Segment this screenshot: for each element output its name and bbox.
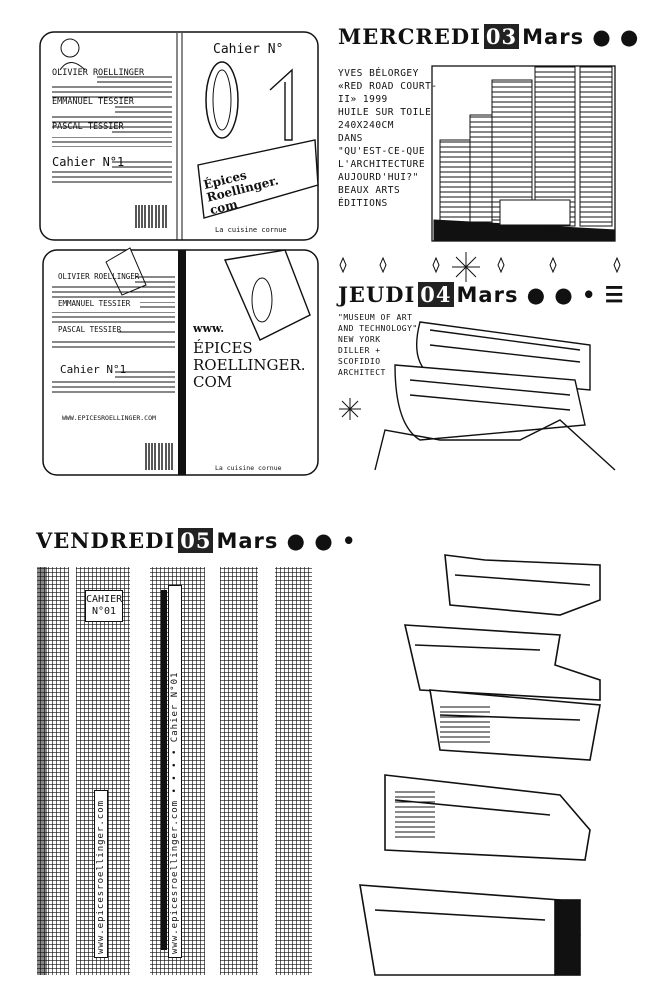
book1-name-2: Emmanuel Tessier: [52, 97, 134, 107]
note-line: Beaux Arts: [338, 185, 401, 196]
date-number: 03: [483, 24, 520, 49]
note-line: «Red Road Court-: [338, 81, 438, 92]
month-name: Mars: [456, 283, 519, 307]
date-number: 04: [418, 282, 454, 307]
book2-name-2: Emmanuel Tessier: [58, 299, 131, 308]
book2-cover-brand: Épices Roellinger. com: [193, 340, 306, 391]
large-museum-drawing: [359, 554, 601, 976]
stripe-label-url: www.epicesroellinger.com: [94, 790, 108, 958]
note-line: Scofidio: [338, 357, 381, 366]
stripe-label-url-cahier: www.epicesroellinger.com • • • • Cahier …: [168, 585, 182, 958]
note-line: Diller +: [338, 346, 381, 355]
note-line: aujourd'hui?": [338, 172, 419, 183]
mercredi-notes: Yves Bélorgey «Red Road Court- II» 1999 …: [338, 67, 438, 210]
book2-name-3: Pascal Tessier: [58, 325, 122, 334]
day-name: Vendredi: [36, 528, 176, 553]
tower-blocks-drawing: [431, 65, 616, 242]
note-line: "Qu'est-ce-que: [338, 146, 426, 157]
book1-name-1: Olivier Roellinger: [52, 68, 145, 78]
date-number: 05: [178, 528, 214, 553]
book1-name-3: Pascal Tessier: [52, 122, 124, 132]
mercredi-date-heading: Mercredi03Mars ● ● •: [338, 24, 645, 49]
book2-name-1: Olivier Roellinger: [58, 272, 140, 281]
day-name: Mercredi: [338, 24, 481, 49]
note-line: Architect: [338, 368, 386, 377]
book2-publisher: La cuisine cornue: [215, 464, 282, 472]
book-cover-sketch-1: [39, 31, 319, 241]
vendredi-date-heading: Vendredi05Mars ● ● •: [36, 528, 357, 553]
note-line: dans: [338, 133, 363, 144]
book1-back-label: Cahier N°1: [52, 155, 125, 169]
day-name: Jeudi: [338, 282, 416, 307]
book1-cover-title: Cahier N°: [213, 42, 284, 57]
museum-drawing: [374, 321, 616, 471]
jeudi-notes: "Museum of Art and Technology" New York …: [338, 312, 418, 378]
note-line: éditions: [338, 198, 388, 209]
stripe-label-cahier: Cahier N°01: [85, 590, 123, 622]
jeudi-date-heading: Jeudi04Mars ● ● • ☰: [338, 282, 625, 307]
note-line: "Museum of Art: [338, 313, 413, 322]
book2-back-url: www.epicesroellinger.com: [62, 414, 156, 422]
book1-publisher: La cuisine cornue: [215, 226, 287, 234]
note-line: Huile sur toile: [338, 107, 432, 118]
book-cover-sketch-2: [42, 247, 319, 476]
note-line: and Technology": [338, 324, 418, 333]
month-name: Mars: [522, 25, 585, 49]
brand-line: Épices: [193, 339, 253, 357]
brand-line: Roellinger.: [193, 356, 306, 374]
note-line: New York: [338, 335, 381, 344]
brand-line: com: [193, 373, 233, 391]
diamond-decorations: [339, 252, 621, 420]
note-line: l'architecture: [338, 159, 426, 170]
note-line: 240x240cm: [338, 120, 394, 131]
month-name: Mars: [216, 529, 279, 553]
note-line: Yves Bélorgey: [338, 68, 419, 79]
note-line: II» 1999: [338, 94, 388, 105]
book2-back-label: Cahier N°1: [60, 363, 127, 376]
book2-cover-www: www.: [193, 322, 225, 335]
